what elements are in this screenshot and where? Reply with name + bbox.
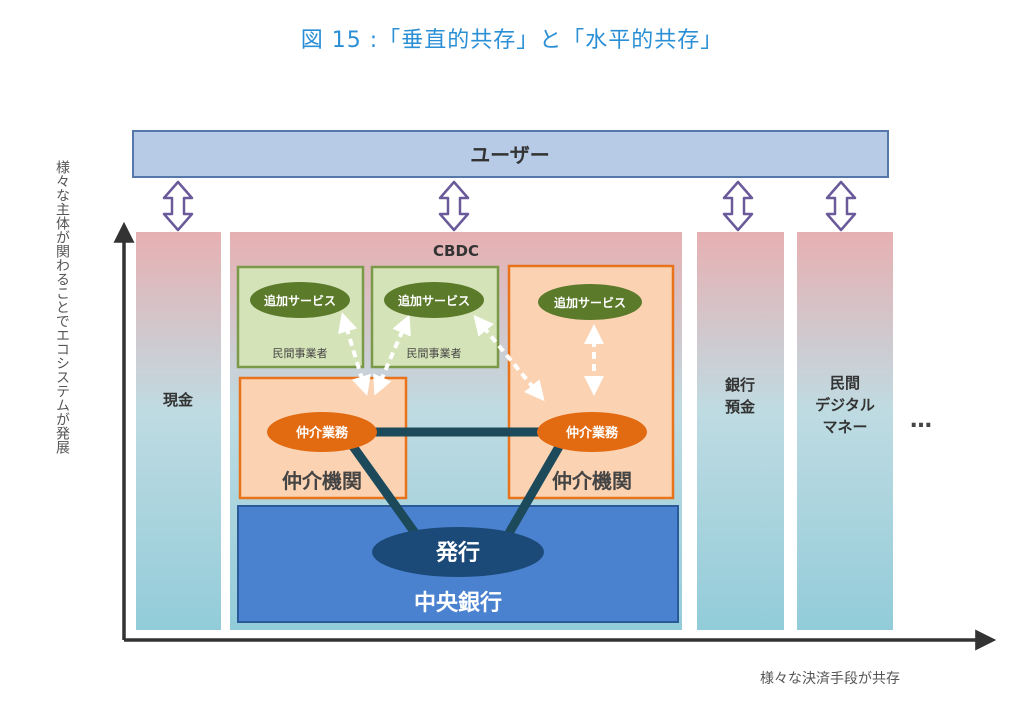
- business-ellipse-left: [267, 412, 377, 452]
- service-label-right: 追加サービス: [554, 295, 626, 310]
- service-label-middle: 追加サービス: [398, 293, 470, 308]
- business-label-left: 仲介業務: [296, 425, 349, 441]
- private-money-label-line3: マネー: [822, 418, 867, 436]
- intermediary-label-right: 仲介機関: [552, 469, 632, 493]
- intermediary-label-left: 仲介機関: [282, 469, 362, 493]
- deposit-column: [697, 232, 784, 630]
- cash-column: [136, 232, 221, 630]
- x-axis-label: 様々な決済手段が共存: [760, 671, 900, 687]
- deposit-label-line2: 預金: [725, 398, 756, 416]
- business-label-right: 仲介業務: [566, 425, 619, 441]
- issuance-ellipse: [372, 527, 544, 577]
- business-ellipse-right: [537, 412, 647, 452]
- service-ellipse-right: [538, 284, 642, 320]
- private-money-label-line2: デジタル: [815, 396, 875, 414]
- cash-label: 現金: [163, 391, 194, 409]
- double-arrow-icon: [825, 180, 857, 232]
- dashed-arrows: [338, 312, 604, 402]
- private-money-label-line1: 民間: [830, 374, 860, 392]
- private-operator-label-right: 民間事業者: [407, 347, 462, 360]
- service-ellipse-middle: [384, 282, 484, 318]
- issuance-label: 発行: [435, 540, 480, 566]
- user-bar-label: ユーザー: [470, 143, 550, 167]
- user-bar: [132, 130, 889, 178]
- private-operator-label-left: 民間事業者: [273, 347, 328, 360]
- more-ellipsis: …: [910, 408, 932, 433]
- double-arrow-icon: [438, 180, 470, 232]
- deposit-label-line1: 銀行: [725, 376, 755, 394]
- service-ellipse-left: [250, 282, 350, 318]
- y-axis-label: 様々な主体が関わることでエコシステムが発展: [54, 160, 70, 454]
- private-money-column: [797, 232, 893, 630]
- central-bank-label: 中央銀行: [414, 590, 502, 616]
- cbdc-label: CBDC: [433, 242, 479, 260]
- double-arrow-icon: [162, 180, 194, 232]
- service-label-left: 追加サービス: [264, 293, 336, 308]
- figure-title: 図 15 :「垂直的共存」と「水平的共存」: [300, 28, 724, 53]
- double-arrow-icon: [722, 180, 754, 232]
